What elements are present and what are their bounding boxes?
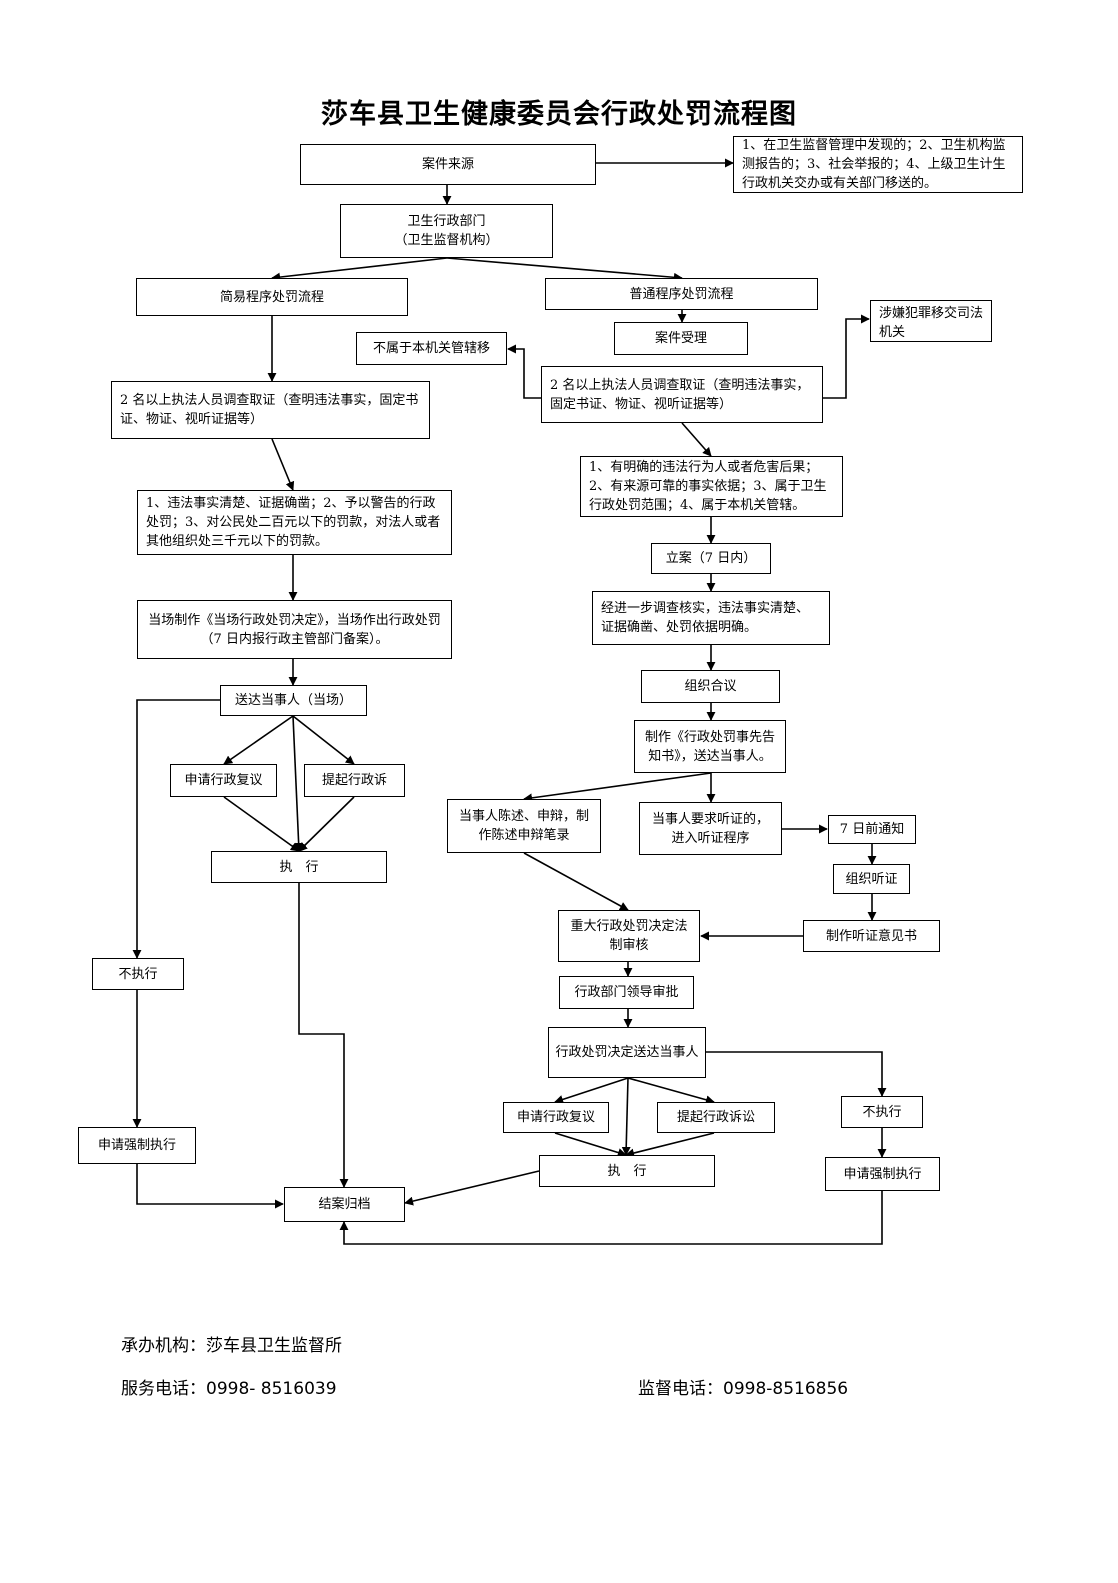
simple-conditions-label: 1、违法事实清楚、证据确凿；2、予以警告的行政处罚；3、对公民处二百元以下的罚款…: [146, 496, 441, 549]
case-source-label: 案件来源: [421, 157, 474, 172]
normal-review-label: 申请行政复议: [516, 1110, 595, 1125]
simple-review-label: 申请行政复议: [184, 773, 263, 788]
normal-enforce-box: 申请强制执行: [825, 1157, 940, 1191]
page-title: 莎车县卫生健康委员会行政处罚流程图: [321, 99, 797, 130]
normal-investigate-box: 2 名以上执法人员调查取证（查明违法事实，固定书证、物证、视听证据等）: [541, 366, 823, 423]
source-note-label: 1、在卫生监督管理中发现的；2、卫生机构监测报告的；3、社会举报的；4、上级卫生…: [742, 138, 1006, 191]
serve-onsite-label: 送达当事人（当场）: [234, 693, 352, 708]
party-statement-label: 当事人陈述、申辩，制作陈述申辩笔录: [458, 809, 589, 843]
normal-lawsuit-box: 提起行政诉讼: [657, 1102, 775, 1133]
simple-review-box: 申请行政复议: [170, 764, 277, 797]
prior-notice-box: 制作《行政处罚事先告知书》，送达当事人。: [634, 720, 786, 773]
further-investigate-label: 经进一步调查核实，违法事实清楚、证据确凿、处罚依据明确。: [601, 601, 810, 635]
transfer-judicial-label: 涉嫌犯罪移交司法机关: [879, 306, 984, 340]
normal-execute-box: 执 行: [539, 1155, 715, 1187]
notice-7days-box: 7 日前通知: [828, 815, 916, 844]
normal-execute-label: 执 行: [607, 1163, 647, 1179]
simple-enforce-box: 申请强制执行: [78, 1127, 196, 1164]
normal-conditions-box: 1、有明确的违法行为人或者危害后果；2、有来源可靠的事实依据；3、属于卫生行政处…: [580, 456, 843, 517]
case-source-box: 案件来源: [300, 144, 596, 185]
not-jurisdiction-label: 不属于本机关管辖移: [372, 341, 490, 356]
health-dept-label: 卫生行政部门 （卫生监督机构）: [394, 214, 499, 248]
normal-enforce-label: 申请强制执行: [843, 1166, 922, 1182]
collective-review-box: 组织合议: [641, 670, 780, 703]
simple-flow-box: 简易程序处罚流程: [136, 278, 408, 316]
prior-notice-label: 制作《行政处罚事先告知书》，送达当事人。: [644, 729, 775, 764]
simple-conditions-box: 1、违法事实清楚、证据确凿；2、予以警告的行政处罚；3、对公民处二百元以下的罚款…: [137, 490, 452, 555]
hearing-request-label: 当事人要求听证的，进入听证程序: [651, 811, 769, 846]
hearing-opinion-box: 制作听证意见书: [803, 920, 940, 952]
organize-hearing-box: 组织听证: [833, 864, 910, 894]
organize-hearing-label: 组织听证: [845, 871, 898, 887]
simple-lawsuit-label: 提起行政诉: [321, 773, 387, 788]
normal-flow-label: 普通程序处罚流程: [629, 286, 734, 302]
source-note-box: 1、在卫生监督管理中发现的；2、卫生机构监测报告的；3、社会举报的；4、上级卫生…: [733, 136, 1023, 193]
file-case-label: 立案（7 日内）: [665, 551, 757, 566]
hearing-opinion-label: 制作听证意见书: [825, 928, 917, 944]
not-jurisdiction-box: 不属于本机关管辖移: [356, 332, 507, 365]
serve-decision-label: 行政处罚决定送达当事人: [555, 1045, 699, 1060]
leader-approval-label: 行政部门领导审批: [574, 985, 679, 1000]
onsite-decision-box: 当场制作《当场行政处罚决定》，当场作出行政处罚（7 日内报行政主管部门备案）。: [137, 600, 452, 659]
simple-investigate-label: 2 名以上执法人员调查取证（查明违法事实，固定书证、物证、视听证据等）: [120, 393, 419, 427]
simple-not-execute-label: 不执行: [118, 966, 158, 982]
legal-review-label: 重大行政处罚决定法制审核: [570, 919, 688, 953]
notice-7days-label: 7 日前通知: [839, 822, 905, 837]
health-dept-box: 卫生行政部门 （卫生监督机构）: [340, 204, 553, 258]
simple-lawsuit-box: 提起行政诉: [304, 764, 405, 797]
legal-review-box: 重大行政处罚决定法制审核: [558, 910, 700, 962]
normal-conditions-label: 1、有明确的违法行为人或者危害后果；2、有来源可靠的事实依据；3、属于卫生行政处…: [589, 460, 827, 513]
footer-supervise-phone: 监督电话：0998-8516856: [638, 1379, 849, 1399]
further-investigate-box: 经进一步调查核实，违法事实清楚、证据确凿、处罚依据明确。: [592, 591, 830, 645]
simple-flow-label: 简易程序处罚流程: [219, 289, 324, 305]
hearing-request-box: 当事人要求听证的，进入听证程序: [639, 802, 782, 855]
leader-approval-box: 行政部门领导审批: [559, 976, 694, 1009]
serve-decision-box: 行政处罚决定送达当事人: [548, 1027, 706, 1078]
footer-service-phone: 服务电话：0998- 8516039: [121, 1379, 337, 1399]
simple-execute-box: 执 行: [211, 851, 387, 883]
party-statement-box: 当事人陈述、申辩，制作陈述申辩笔录: [447, 799, 601, 853]
simple-enforce-label: 申请强制执行: [97, 1138, 176, 1153]
close-case-label: 结案归档: [318, 1197, 371, 1212]
normal-investigate-label: 2 名以上执法人员调查取证（查明违法事实，固定书证、物证、视听证据等）: [550, 377, 810, 412]
close-case-box: 结案归档: [284, 1187, 405, 1222]
simple-not-execute-box: 不执行: [92, 958, 184, 990]
normal-lawsuit-label: 提起行政诉讼: [676, 1110, 755, 1125]
serve-onsite-box: 送达当事人（当场）: [220, 685, 367, 716]
file-case-box: 立案（7 日内）: [651, 543, 771, 574]
normal-flow-box: 普通程序处罚流程: [545, 278, 818, 310]
simple-execute-label: 执 行: [279, 859, 319, 875]
transfer-judicial-box: 涉嫌犯罪移交司法机关: [870, 300, 992, 342]
case-accept-box: 案件受理: [614, 322, 748, 355]
normal-review-box: 申请行政复议: [503, 1102, 609, 1133]
simple-investigate-box: 2 名以上执法人员调查取证（查明违法事实，固定书证、物证、视听证据等）: [111, 381, 430, 439]
collective-review-label: 组织合议: [684, 679, 737, 694]
normal-not-execute-label: 不执行: [862, 1104, 902, 1120]
onsite-decision-label: 当场制作《当场行政处罚决定》，当场作出行政处罚（7 日内报行政主管部门备案）。: [148, 612, 441, 647]
case-accept-label: 案件受理: [654, 331, 707, 346]
normal-not-execute-box: 不执行: [841, 1096, 923, 1128]
footer-agency: 承办机构：莎车县卫生监督所: [121, 1336, 342, 1356]
